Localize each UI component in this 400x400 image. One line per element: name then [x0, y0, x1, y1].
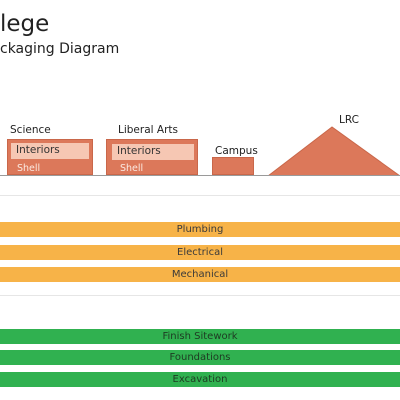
science-interiors[interactable]: Interiors: [11, 143, 89, 159]
science-building[interactable]: Interiors Shell: [7, 139, 93, 175]
lrc-label: LRC: [339, 114, 359, 126]
liberal-arts-building[interactable]: Interiors Shell: [106, 139, 198, 175]
diagram-title: lege: [0, 11, 50, 37]
divider-line: [0, 195, 400, 196]
ground-line: [0, 175, 400, 176]
liberal-arts-shell: Shell: [120, 163, 144, 174]
science-label: Science: [10, 124, 51, 136]
trade-band-plumbing[interactable]: Plumbing: [0, 222, 400, 237]
science-shell: Shell: [17, 163, 41, 174]
campus-label: Campus: [215, 145, 258, 157]
liberal-arts-interiors[interactable]: Interiors: [112, 144, 194, 160]
lrc-roof-shape: [268, 126, 400, 176]
divider-line: [0, 295, 400, 296]
campus-building[interactable]: [212, 157, 254, 175]
liberal-arts-label: Liberal Arts: [118, 124, 178, 136]
trade-band-excavation[interactable]: Excavation: [0, 372, 400, 387]
trade-band-electrical[interactable]: Electrical: [0, 245, 400, 260]
trade-band-finish-sitework[interactable]: Finish Sitework: [0, 329, 400, 344]
trade-band-foundations[interactable]: Foundations: [0, 350, 400, 365]
diagram-subtitle: ckaging Diagram: [0, 41, 120, 57]
trade-band-mechanical[interactable]: Mechanical: [0, 267, 400, 282]
lrc-building[interactable]: [268, 126, 400, 176]
